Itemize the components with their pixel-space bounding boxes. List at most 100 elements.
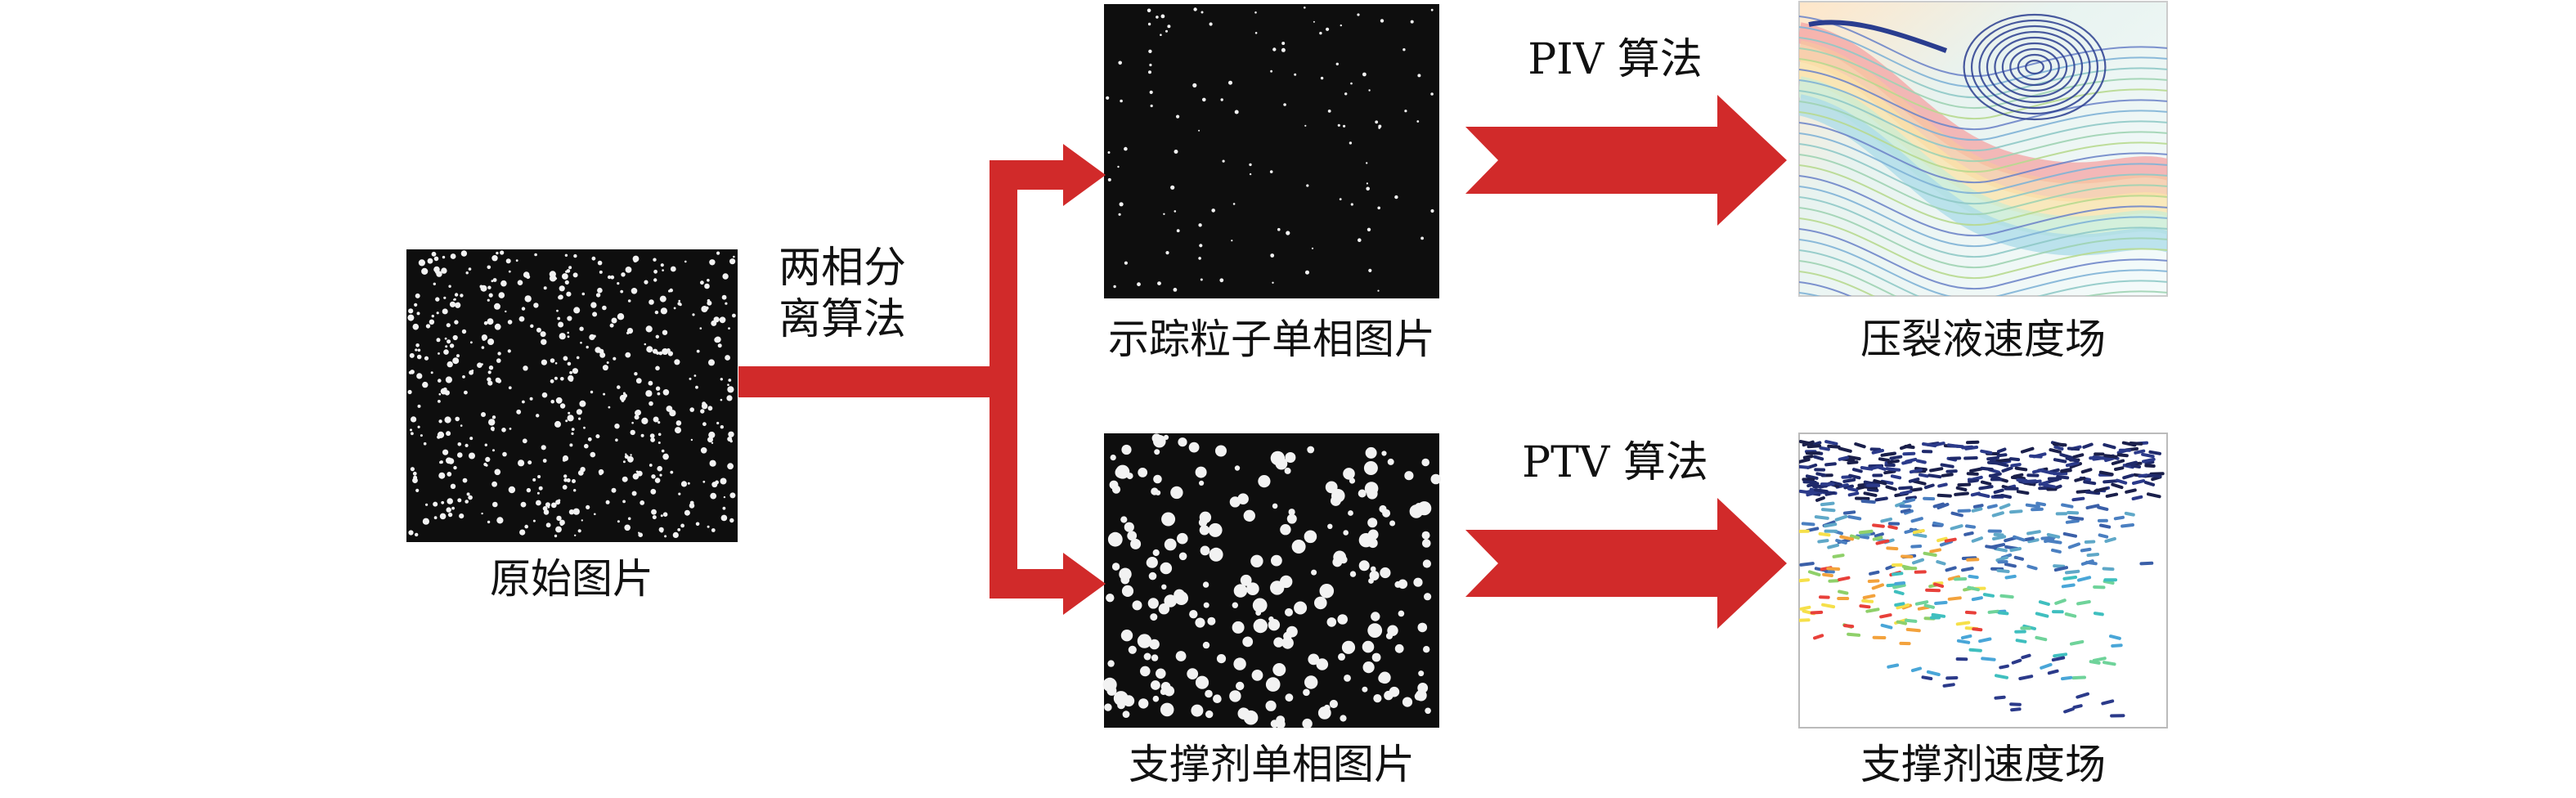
proppant-particle (1189, 610, 1198, 619)
proppant-particle (1199, 480, 1205, 486)
raw-particle (568, 509, 575, 515)
velocity-vector (1986, 504, 1998, 509)
raw-particle (720, 398, 723, 401)
raw-particle (410, 428, 412, 432)
fluid-streamline (1799, 101, 2167, 163)
velocity-vector (1872, 536, 1883, 541)
velocity-vector (1847, 632, 1861, 637)
raw-particle (640, 500, 645, 505)
velocity-vector (1859, 604, 1871, 609)
raw-particle (659, 295, 666, 303)
proppant-particle (1348, 510, 1353, 516)
vortex-streamline (2017, 53, 2053, 81)
velocity-vector (1902, 451, 1916, 456)
velocity-vector (2009, 509, 2023, 514)
velocity-vector (1873, 479, 1887, 486)
raw-particle (416, 312, 420, 316)
raw-particle (415, 343, 420, 347)
raw-particle (583, 426, 586, 429)
raw-particle (438, 400, 441, 403)
raw-particle (555, 526, 562, 533)
fluid-streamline (1799, 79, 2167, 141)
fluid-streamline (1799, 164, 2167, 226)
raw-particle (407, 314, 415, 321)
proppant-particle (1365, 446, 1377, 459)
raw-particle (630, 429, 635, 436)
velocity-vector (2092, 657, 2107, 662)
velocity-vector (1944, 537, 1957, 543)
raw-particle (496, 517, 504, 524)
velocity-vector (1994, 695, 2006, 700)
tracer-particle (1357, 13, 1360, 16)
raw-particle (436, 338, 441, 343)
velocity-vector (1955, 486, 1968, 491)
tracer-particle (1232, 203, 1236, 205)
raw-particle (547, 506, 550, 509)
tracer-particle (1160, 14, 1165, 19)
velocity-vector (1847, 460, 1859, 465)
velocity-vector (1904, 527, 1918, 534)
raw-particle (446, 431, 451, 437)
raw-particle (603, 392, 606, 396)
raw-particle (709, 259, 716, 266)
raw-particle (729, 258, 736, 265)
proppant-particle (1276, 720, 1286, 729)
raw-particle (605, 500, 610, 504)
proppant-particle (1137, 634, 1152, 648)
raw-particle (695, 385, 698, 389)
raw-particle (560, 377, 564, 381)
velocity-vector (1880, 517, 1892, 523)
proppant-particle (1362, 686, 1368, 693)
raw-particle (720, 378, 723, 381)
raw-particle (654, 477, 661, 483)
raw-particle (693, 374, 697, 377)
velocity-vector (1978, 637, 1992, 643)
raw-particle (447, 361, 453, 368)
raw-particle (626, 328, 634, 334)
raw-particle (655, 365, 660, 371)
raw-particle (717, 343, 722, 348)
proppant-particle (1272, 663, 1286, 676)
velocity-vector (2111, 482, 2124, 490)
raw-particle (541, 392, 548, 398)
vortex-streamline (2001, 42, 2068, 92)
proppant-particle (1152, 549, 1160, 557)
raw-particle (487, 338, 495, 345)
velocity-vector (1806, 482, 1820, 488)
raw-particle (679, 303, 682, 307)
proppant-particle (1398, 579, 1408, 590)
proppant-particle (1229, 690, 1241, 702)
raw-particle (492, 501, 498, 508)
tracer-particle (1174, 210, 1177, 213)
raw-particle (507, 349, 511, 353)
raw-particle (452, 357, 460, 365)
velocity-vector (1936, 502, 1950, 509)
raw-particle (606, 361, 609, 364)
proppant-particle (1124, 522, 1134, 532)
proppant-particle (1367, 518, 1378, 528)
raw-particle (442, 449, 449, 455)
velocity-vector (1995, 461, 2009, 468)
raw-particle (522, 400, 525, 404)
separation-arrows (738, 144, 1106, 615)
raw-particle (412, 471, 417, 476)
velocity-vector (1956, 639, 1971, 644)
raw-particle (443, 349, 449, 355)
raw-particle (705, 306, 709, 310)
tracer-particle (1211, 208, 1215, 213)
velocity-vector (2009, 702, 2022, 706)
raw-particle (505, 258, 511, 264)
velocity-vector (2062, 576, 2078, 581)
proppant-particle (1138, 468, 1148, 477)
proppant-particle (1154, 449, 1160, 455)
raw-particle (481, 412, 486, 417)
fluid-streamline (1799, 47, 2167, 110)
proppant-particle (1363, 461, 1378, 475)
proppant-particle (1178, 552, 1187, 561)
velocity-vector (2109, 634, 2121, 640)
velocity-vector (1921, 675, 1933, 680)
velocity-vector (2020, 446, 2035, 454)
proppant-particle (1110, 455, 1116, 461)
tracer-particle (1198, 223, 1202, 227)
raw-particle (680, 481, 688, 487)
